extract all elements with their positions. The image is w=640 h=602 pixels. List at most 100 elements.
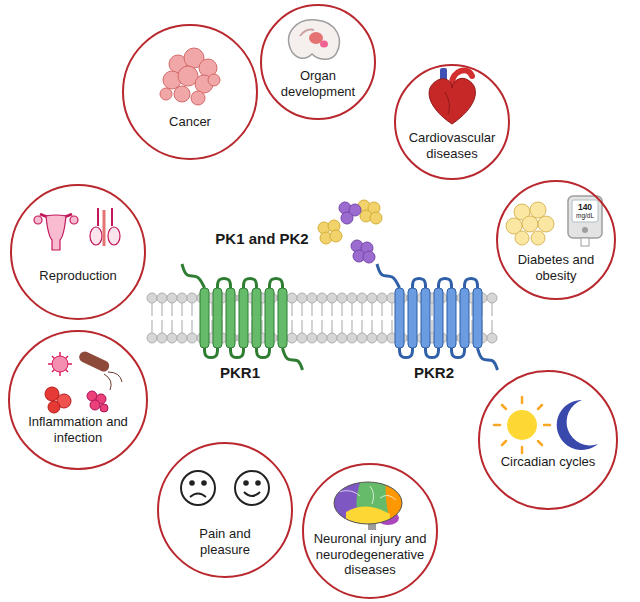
sun-icon: [494, 424, 500, 427]
sun-icon: [538, 441, 542, 445]
pk-ligand: [370, 212, 382, 224]
ligand-group: [318, 200, 382, 263]
topic-circle: Inflammation and infection: [8, 330, 148, 470]
cocci-icon: [87, 391, 97, 401]
heart-icon: [429, 78, 475, 124]
embryo-icon: [320, 41, 328, 48]
red-cells-icon: [48, 401, 60, 413]
receptor-loop: [218, 278, 231, 288]
lipid-head: [307, 333, 317, 343]
happy-face-icon: [235, 471, 269, 505]
topic-label: Circadian cycles: [486, 454, 610, 470]
topic-circle: Reproduction: [10, 184, 146, 320]
embryo-icon: [289, 20, 340, 59]
brain-icon: [330, 478, 410, 530]
topic-circle: Neuronal injury and neurodegenerative di…: [302, 463, 438, 599]
topic-label: Cancer: [140, 114, 240, 130]
lipid-head: [297, 293, 307, 303]
fat-cells-icon: [522, 216, 538, 232]
lipid-head: [327, 293, 337, 303]
c-terminus: [478, 348, 498, 370]
bacterium-icon: [104, 372, 122, 390]
lipid-head: [147, 293, 157, 303]
brain-icon: [386, 478, 410, 528]
happy-face-icon: [235, 471, 269, 505]
pk-ligand: [318, 200, 382, 244]
brain-icon: [330, 478, 410, 530]
lipid-head: [177, 333, 187, 343]
sad-face-icon: [190, 494, 206, 498]
lipid-head: [187, 293, 197, 303]
pk-ligand: [363, 251, 375, 263]
c-terminus: [283, 348, 303, 370]
sun-icon: [538, 405, 542, 409]
fat-cells-icon: [506, 202, 554, 245]
receptor-loop: [465, 278, 478, 288]
sad-face-icon: [181, 471, 215, 505]
uterus-icon: [70, 216, 78, 224]
uterus-icon: [34, 216, 42, 224]
fat-cells-icon: [538, 216, 554, 232]
pk-ligand: [339, 202, 375, 263]
glucometer-icon: [581, 238, 589, 246]
brain-icon: [346, 506, 390, 530]
moon-icon: [557, 400, 598, 450]
receptor-loop: [231, 348, 244, 358]
virus-icon: [52, 356, 68, 372]
uterus-icon: [34, 214, 78, 250]
topic-label: Pain and pleasure: [189, 526, 261, 557]
lipid-head: [377, 293, 387, 303]
sad-face-icon: [202, 481, 206, 485]
tumor-icon: [208, 74, 220, 86]
testes-icon: [103, 210, 106, 246]
receptor-loop: [205, 348, 218, 358]
transmembrane-helix: [265, 288, 274, 348]
sun-icon: [521, 447, 524, 453]
sad-face-icon: [190, 481, 194, 485]
fat-cells-icon: [531, 231, 545, 245]
transmembrane-helix: [421, 288, 430, 348]
transmembrane-helix: [200, 288, 209, 348]
pkr1-receptor: [182, 264, 303, 370]
lipid-head: [327, 333, 337, 343]
topic-label: Neuronal injury and neurodegenerative di…: [309, 531, 431, 578]
topic-circle: Cancer: [122, 24, 258, 160]
sun-icon: [507, 410, 537, 440]
lipid-head: [357, 293, 367, 303]
happy-face-icon: [244, 492, 260, 496]
topic-label: Inflammation and infection: [26, 414, 130, 445]
n-terminus: [377, 264, 400, 288]
lipid-head: [157, 333, 167, 343]
n-terminus: [182, 264, 205, 288]
receptor-loop: [244, 278, 257, 288]
transmembrane-helix: [239, 288, 248, 348]
glucometer-icon: [568, 196, 602, 238]
lipid-head: [337, 333, 347, 343]
glucometer-icon: [572, 200, 598, 222]
cocci-icon: [87, 391, 108, 412]
topic-circle: Diabetes and obesity: [496, 180, 616, 300]
receptor-loop: [413, 278, 426, 288]
receptor-loop: [270, 278, 283, 288]
topic-circle: Circadian cycles: [478, 370, 618, 510]
topic-label: Reproduction: [22, 268, 134, 284]
lipid-head: [487, 333, 497, 343]
sun-icon: [502, 441, 506, 445]
virus-icon: [48, 352, 72, 376]
transmembrane-helix: [213, 288, 222, 348]
tumor-icon: [191, 91, 205, 105]
brain-icon: [334, 482, 402, 524]
transmembrane-helix: [252, 288, 261, 348]
testes-icon: [90, 208, 120, 246]
sun-icon: [544, 424, 550, 427]
glucometer-icon: [568, 196, 602, 246]
brain-icon: [338, 486, 396, 504]
receptor-group: [182, 264, 498, 370]
sad-face-icon: [181, 471, 215, 505]
uterus-icon: [46, 215, 66, 250]
transmembrane-helix: [447, 288, 456, 348]
transmembrane-helix: [473, 288, 482, 348]
pk-ligand: [341, 212, 353, 224]
lipid-head: [187, 333, 197, 343]
happy-face-icon: [244, 481, 248, 485]
